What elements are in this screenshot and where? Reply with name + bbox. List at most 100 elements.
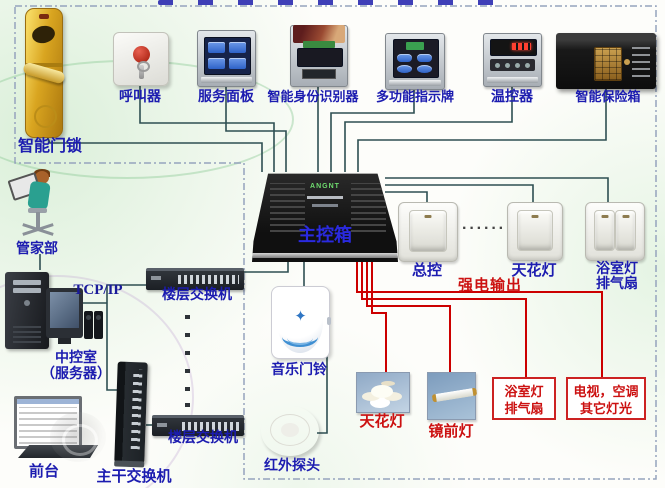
thermostat-led-digits	[512, 43, 531, 50]
door-lock-label: 智能门锁	[17, 138, 82, 155]
redwire-to-ceiling-light	[371, 256, 387, 372]
server-monitor-stand	[58, 338, 71, 344]
switch-led	[151, 276, 161, 280]
switch-indicator	[531, 215, 539, 218]
redwire-to-tv-box	[356, 256, 603, 377]
control-room-label: 中控室	[55, 349, 97, 365]
ceiling-light-switch-image	[507, 202, 563, 261]
strong-power-label: 强电输出	[457, 277, 522, 294]
floor-switch-bottom-image	[152, 415, 244, 436]
caller-device-image	[113, 32, 169, 86]
speaker	[94, 311, 103, 339]
wire-controlbox-to-bath-switch	[385, 177, 609, 202]
safe-vents	[632, 43, 650, 77]
service-panel-image	[197, 30, 256, 87]
master-switch-image	[398, 202, 458, 262]
switch-indicator	[622, 215, 629, 218]
indicator-board-label: 多功能指示牌	[375, 89, 454, 104]
id-reader-image	[290, 25, 348, 87]
bath-switch-rocker-left	[594, 210, 615, 251]
bath-switch-label: 浴室灯 排气扇	[588, 260, 646, 292]
server-tower-image	[5, 272, 49, 349]
lock-knob	[34, 105, 57, 128]
wire-controlbox-to-ceiling-switch	[385, 184, 534, 202]
backbone-base	[114, 460, 145, 468]
housekeeping-clipart	[7, 169, 66, 242]
controlbox-brand-text: ANGNT	[310, 183, 340, 191]
tcpip-label: TCP/IP	[73, 282, 123, 298]
controlbox-base-strip	[252, 252, 398, 259]
id-reader-card	[303, 41, 335, 48]
switch-indicator	[601, 215, 608, 218]
bath-output-line1: 浴室灯	[504, 384, 544, 399]
indicator-green-sign	[406, 42, 424, 50]
ellipsis-dot	[185, 387, 190, 391]
service-panel-label: 服务面板	[198, 88, 254, 104]
doorbell-label: 音乐门铃	[271, 361, 327, 377]
chair-seat	[28, 208, 47, 213]
control-room-sub-label: （服务器）	[41, 365, 111, 381]
bath-output-line2: 排气扇	[504, 401, 544, 416]
doorbell-image: ✦	[271, 286, 331, 359]
ir-sensor-ring	[270, 414, 310, 446]
ceiling-light-label: 天花灯	[359, 413, 405, 430]
doorbell-star-icon: ✦	[294, 308, 307, 325]
caller-label: 呼叫器	[119, 88, 161, 104]
master-switch-rocker	[409, 210, 447, 252]
speaker	[84, 311, 93, 339]
ir-sensor-label: 红外探头	[264, 457, 320, 473]
floor-switch-top-label: 楼层交换机	[162, 286, 232, 302]
ceiling-light-switch-label: 天花灯	[511, 262, 557, 279]
switch-indicator	[424, 215, 432, 218]
ceiling-switch-rocker	[517, 210, 553, 251]
thermostat-image	[483, 33, 542, 87]
tv-ac-line1: 电视，空调	[573, 384, 639, 399]
chandelier-shape	[371, 385, 393, 398]
service-panel-button	[208, 42, 225, 53]
service-panel-button	[229, 42, 246, 53]
ir-sensor-image	[261, 406, 319, 456]
person-body	[27, 180, 51, 211]
switch-ellipsis-dots: ······	[462, 220, 506, 237]
backbone-switch-image	[114, 361, 148, 468]
indicator-board-image	[385, 33, 445, 90]
tv-ac-output-box: 电视，空调 其它灯光	[566, 377, 646, 420]
ellipsis-dot	[185, 369, 190, 373]
main-control-box-image: ANGNT 主控箱	[252, 168, 398, 262]
floor-switch-bottom-label: 楼层交换机	[168, 429, 238, 445]
mirror-light-label: 镜前灯	[428, 423, 474, 440]
server-power-button	[24, 300, 30, 306]
doorbell-wave	[282, 327, 318, 347]
safe-knob	[624, 59, 630, 65]
server-monitor-image	[46, 288, 83, 344]
controlbox-vent-left	[269, 183, 305, 232]
server-drive-bay	[13, 280, 41, 285]
ir-sensor-core	[281, 423, 299, 437]
thermostat-base	[487, 77, 538, 83]
indicator-button	[417, 54, 432, 62]
mirror-light-photo	[427, 372, 478, 420]
ceiling-light-photo	[356, 372, 410, 413]
caller-red-button	[133, 46, 150, 63]
safe-box-label: 智能保险箱	[575, 89, 641, 104]
service-panel-base	[201, 77, 252, 83]
ellipsis-dot	[185, 315, 190, 319]
indicator-button	[397, 54, 412, 62]
ellipsis-dot	[185, 403, 190, 407]
person-head	[35, 171, 49, 184]
lock-card-slot	[39, 14, 49, 19]
service-panel-button	[229, 58, 246, 69]
doorbell-wave2	[287, 331, 313, 345]
indicator-button	[417, 65, 432, 73]
caller-key	[137, 61, 150, 79]
service-panel-button	[208, 58, 225, 69]
front-desk-window-titlebar	[17, 399, 79, 404]
front-desk-label: 前台	[28, 463, 59, 480]
ellipsis-dot	[185, 333, 190, 337]
server-monitor-screen	[50, 292, 79, 328]
thermostat-label: 温控器	[491, 88, 533, 104]
photo-watermark	[50, 412, 106, 462]
id-reader-label: 智能身份识别器	[267, 89, 359, 104]
safe-keypad	[594, 47, 622, 81]
